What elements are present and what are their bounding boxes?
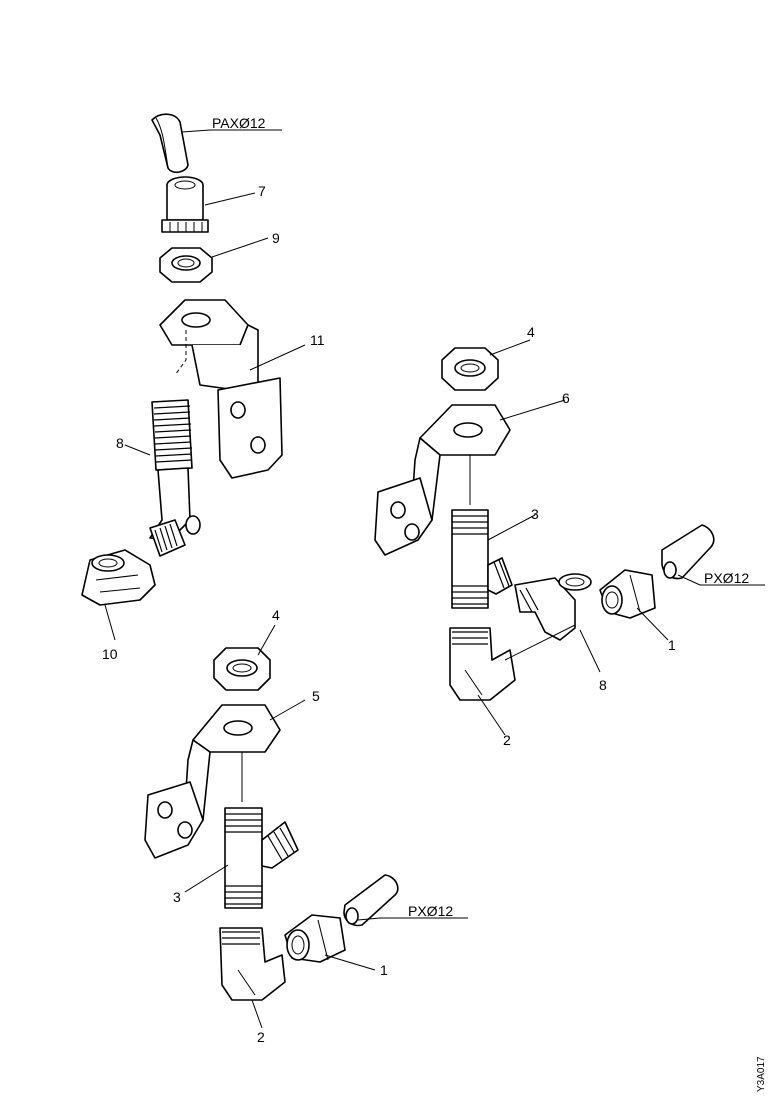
callout-numbers: 7 9 11 8 10 4 6 3 1 8 2 4 5 3 1 2 (102, 183, 676, 1045)
bracket-5 (144, 704, 281, 859)
fitting-1-right (599, 569, 656, 619)
callout-8-right: 8 (599, 677, 607, 693)
hose-label-right: PXØ12 (704, 570, 749, 586)
hose-labels: PAXØ12 PXØ12 PXØ12 (212, 115, 749, 919)
tee-3-lower (224, 807, 299, 909)
hose-pax (151, 113, 189, 174)
elbow-8 (514, 573, 592, 641)
callout-10: 10 (102, 646, 118, 662)
bracket-6 (374, 404, 511, 556)
nut-4-upper (441, 347, 499, 391)
fitting-1-lower (284, 914, 346, 963)
assembly-b (374, 339, 765, 736)
callout-1-right: 1 (668, 637, 676, 653)
assembly-a (81, 113, 306, 641)
tee-3-right (451, 509, 513, 609)
elbow-2-lower (219, 927, 286, 1001)
elbow-10 (81, 549, 156, 606)
threaded-pipe-8 (149, 399, 201, 557)
callout-3-right: 3 (531, 506, 539, 522)
callout-3-lower: 3 (173, 889, 181, 905)
callout-4-upper: 4 (527, 324, 535, 340)
callout-5: 5 (312, 688, 320, 704)
assembly-c (144, 624, 468, 1029)
callout-1-lower: 1 (380, 962, 388, 978)
hose-label-top-left: PAXØ12 (212, 115, 266, 131)
figure-code: Y3A017 (756, 1056, 767, 1092)
callout-2-lower: 2 (257, 1029, 265, 1045)
hose-px-right (661, 524, 715, 580)
callout-11: 11 (310, 332, 325, 348)
callout-4-lower: 4 (272, 607, 280, 623)
hose-px-lower (343, 874, 399, 927)
fitting-7 (161, 176, 209, 233)
elbow-2-right (449, 627, 516, 701)
bracket-11 (159, 299, 283, 479)
callout-6: 6 (562, 390, 570, 406)
callout-9: 9 (272, 230, 280, 246)
callout-8-left: 8 (116, 435, 124, 451)
callout-7: 7 (258, 183, 266, 199)
nut-9 (159, 247, 213, 283)
nut-4-lower (213, 647, 271, 691)
hose-label-bottom: PXØ12 (408, 903, 453, 919)
callout-2-right: 2 (503, 732, 511, 748)
